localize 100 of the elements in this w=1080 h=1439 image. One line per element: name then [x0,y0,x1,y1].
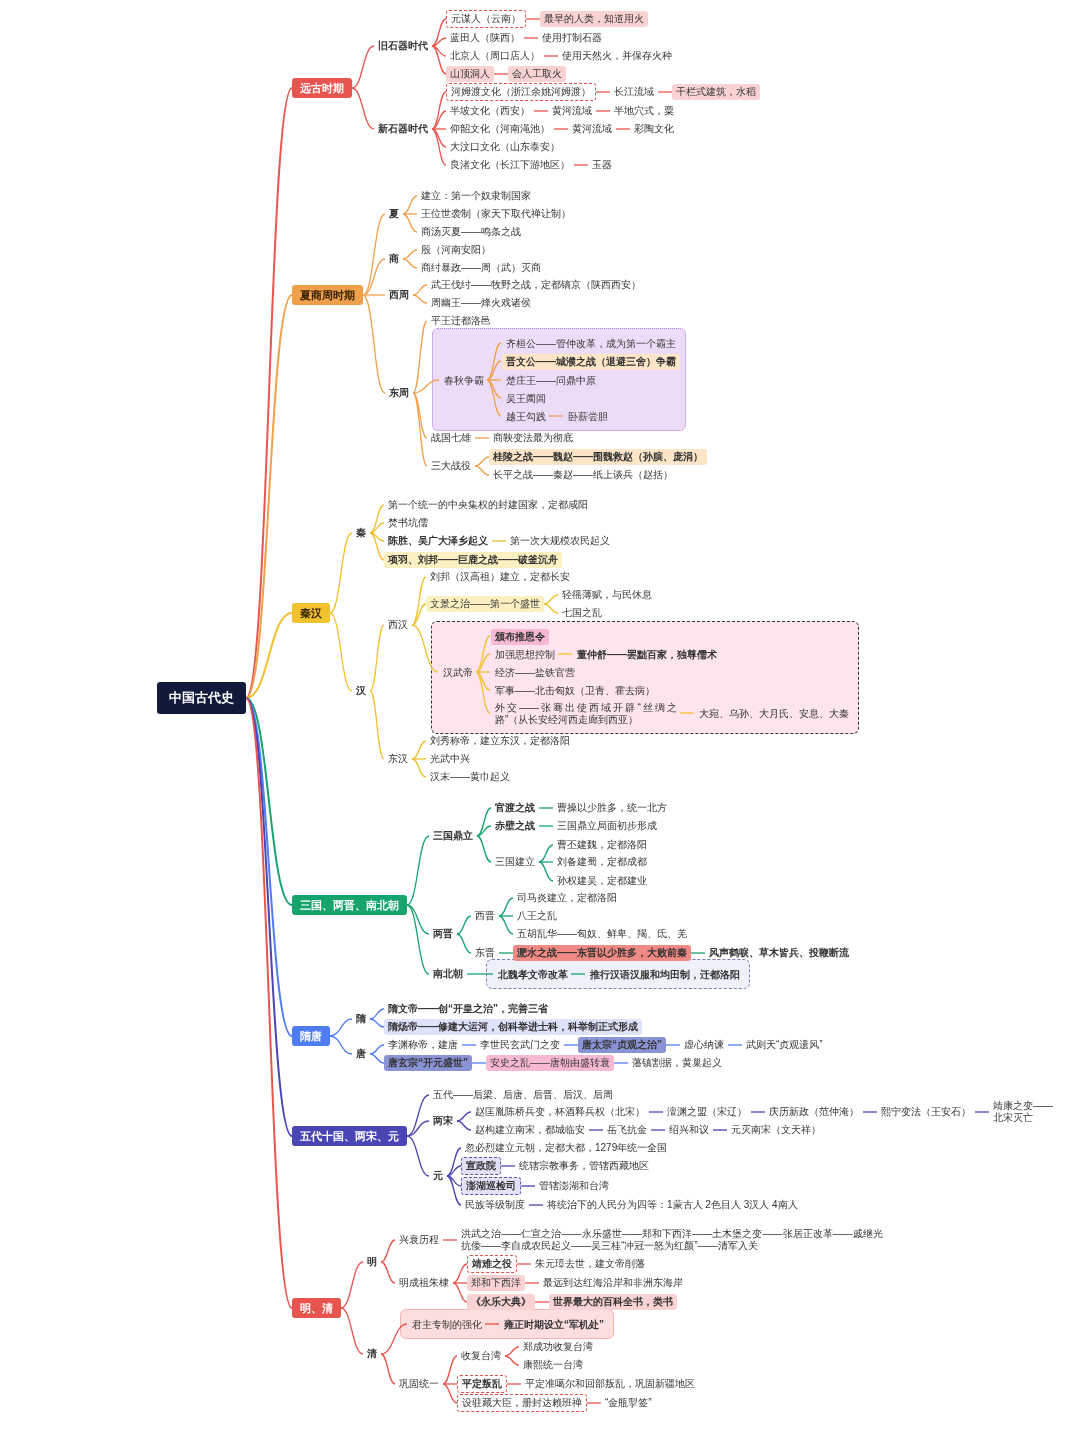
topic-label: 王位世袭制（家天下取代禅让制） [417,206,575,222]
highlighted-topic: 设驻藏大臣，册封达赖班禅 [457,1394,587,1412]
connector-line [525,18,541,20]
connector-line [862,1111,878,1113]
connector-line [412,294,428,304]
connector-line [362,294,386,296]
group-frame [400,1309,614,1339]
branch-topic: 秦汉 [292,603,330,623]
topic-label: 玉器 [588,157,616,173]
connector-line [586,1402,602,1404]
topic-label: 商纣暴政——周（武）灭商 [417,260,545,276]
subtopic-label: 三国鼎立 [429,828,477,844]
connector-line [411,624,439,673]
topic-label: 平定准噶尔和回部叛乱，巩固新疆地区 [521,1376,699,1392]
connector-line [475,635,491,673]
subtopic-label: 赤壁之战 [491,818,539,834]
connector-line [570,973,586,975]
root-topic: 中国古代史 [157,682,246,714]
topic-label: 第一个统一的中央集权的封建国家，定都咸阳 [384,497,592,513]
topic-label: 洪武之治——仁宣之治——永乐盛世——郑和下西洋——土木堡之变——张居正改革——戚继光抗倭——李自成农民起义——吴三桂“冲冠一怒为红颜”——清军入关 [457,1226,887,1254]
connector-line [461,1044,477,1046]
topic-label: 七国之乱 [558,605,606,621]
connector-line [446,1165,462,1177]
topic-label: 李渊称帝，建唐 [384,1037,462,1053]
connector-line [516,1263,532,1265]
highlighted-topic: 颁布推恩令 [491,629,549,645]
group-frame [486,959,750,989]
connector-line [466,973,494,975]
connector-line [727,1044,743,1046]
topic-label: 三国建立 [491,854,539,870]
connector-line [475,671,491,673]
connector-line [504,1355,520,1366]
connector-line [506,1383,522,1385]
topic-label: 建立：第一个奴隶制国家 [417,188,535,204]
subtopic-label: 元 [429,1168,447,1184]
connector-line [500,1165,516,1167]
topic-label: 蓝田人（陕西） [446,30,524,46]
connector-line [329,1035,353,1055]
subtopic-label: 新石器时代 [374,121,432,137]
topic-label: 八王之乱 [513,908,561,924]
connector-line [406,1135,430,1177]
highlighted-topic: 安史之乱——唐朝由盛转衰 [486,1055,614,1071]
topic-label: 武王伐纣——牧野之战，定都镐京（陕西西安） [427,277,645,293]
connector-line [431,91,447,130]
topic-label: 焚书坑儒 [384,515,432,531]
connector-line [369,504,385,534]
connector-line [613,1062,629,1064]
connector-line [369,1053,385,1064]
connector-line [380,1323,408,1355]
connector-line [690,952,706,954]
connector-line [340,1261,364,1309]
connector-line [543,55,559,57]
topic-label: 周幽王——烽火戏诸侯 [427,295,535,311]
connector-line [411,576,427,626]
connector-line [431,37,447,47]
connector-line [648,1111,664,1113]
connector-line [406,904,430,975]
topic-label: 汉末——黄巾起义 [426,769,514,785]
subtopic-label: 夏 [385,206,403,222]
topic-label: 巩固统一 [395,1376,443,1392]
topic-label: 战国七雄 [427,430,475,446]
connector-line [402,249,418,260]
topic-label: 刘备建蜀，定都成都 [553,854,651,870]
highlighted-topic: 元谋人（云南） [446,10,526,28]
connector-line [362,258,386,296]
topic-label: 曹丕建魏，定都洛阳 [553,837,651,853]
connector-line [504,1346,520,1357]
connector-line [245,697,293,1037]
topic-label: 平王迁都洛邑 [427,313,495,329]
connector-line [486,360,502,381]
highlighted-topic: 唐太宗“贞观之治” [578,1037,666,1053]
topic-label: 管辖澎湖和台湾 [535,1178,613,1194]
connector-line [402,258,418,269]
connector-line [431,128,447,130]
connector-line [657,91,673,93]
connector-line [369,1044,385,1055]
connector-line [712,1129,728,1131]
connector-line [491,540,507,542]
connector-line [456,933,472,954]
connector-line [456,1111,472,1122]
highlighted-topic: 最早的人类，知道用火 [540,11,648,27]
connector-line [406,1094,430,1137]
highlighted-topic: 郑和下西洋 [467,1275,525,1291]
connector-line [402,195,418,215]
connector-line [369,1018,385,1028]
subtopic-label: 雍正时期设立“军机处” [500,1317,608,1333]
topic-label: 半坡文化（西安） [446,103,534,119]
connector-line [369,624,385,692]
topic-label: 东晋 [471,945,499,961]
connector-line [446,1175,462,1206]
connector-line [557,653,573,655]
branch-topic: 夏商周时期 [292,285,363,305]
connector-line [476,825,492,837]
topic-label: 越王勾践 [502,409,550,425]
topic-label: 齐桓公——管仲改革，成为第一个霸主 [502,336,680,352]
subtopic-label: 南北朝 [429,966,467,982]
connector-line [474,437,490,439]
subtopic-label: 陈胜、吴广大泽乡起义 [384,533,492,549]
topic-label: 康熙统一台湾 [519,1357,587,1373]
topic-label: 刘秀称帝，建立东汉，定都洛阳 [426,733,574,749]
